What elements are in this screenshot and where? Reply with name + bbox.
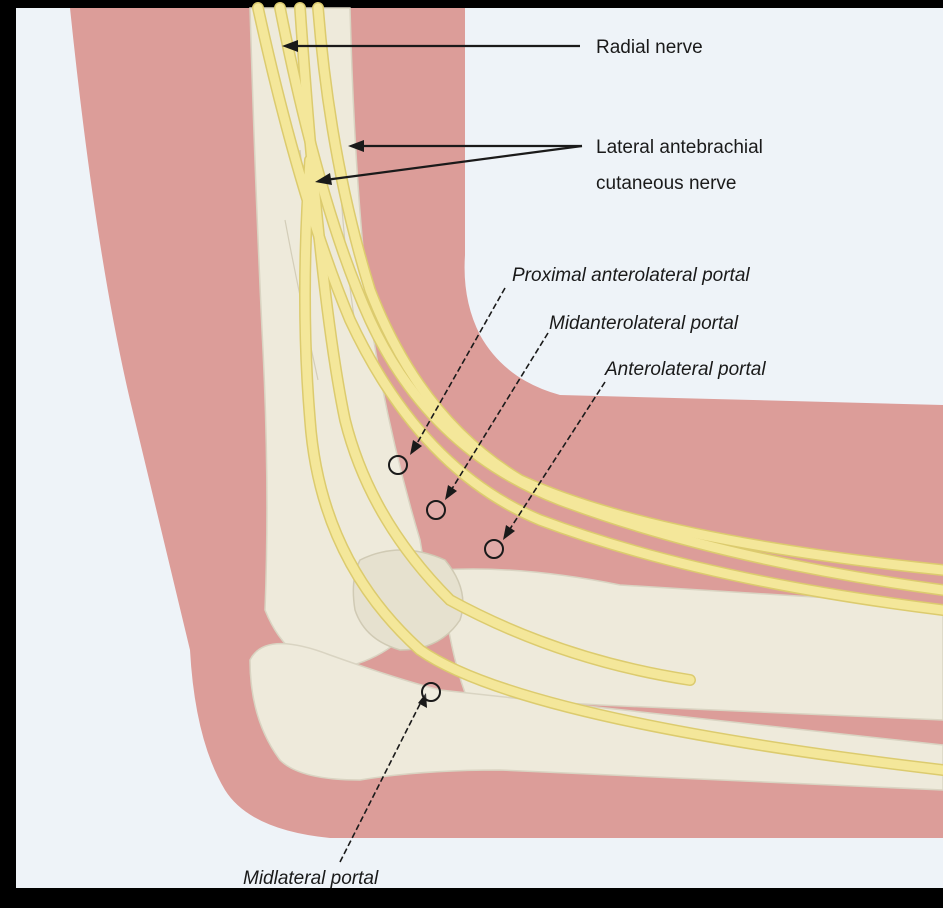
portal-proximal-anterolateral xyxy=(389,456,407,474)
label-lateral-antebrachial-2: cutaneous nerve xyxy=(596,173,737,194)
portal-midanterolateral xyxy=(427,501,445,519)
label-midanterolateral-portal: Midanterolateral portal xyxy=(549,313,739,334)
label-lateral-antebrachial-1: Lateral antebrachial xyxy=(596,137,763,158)
portal-anterolateral xyxy=(485,540,503,558)
label-anterolateral-portal: Anterolateral portal xyxy=(604,359,766,380)
label-proximal-anterolateral-portal: Proximal anterolateral portal xyxy=(512,265,750,286)
label-midlateral-portal: Midlateral portal xyxy=(243,868,379,889)
portal-midlateral xyxy=(422,683,440,701)
label-radial-nerve: Radial nerve xyxy=(596,37,703,58)
